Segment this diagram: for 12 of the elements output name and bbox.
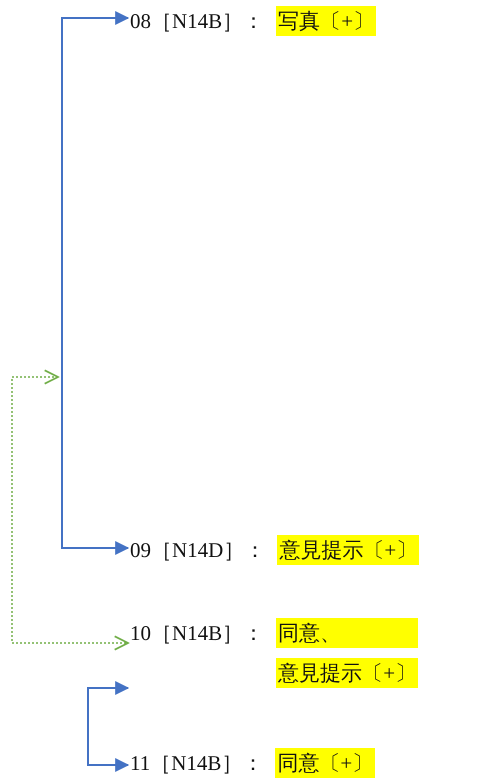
- connector-arrow: [11, 369, 129, 651]
- item-code: 10［N14B］：: [130, 620, 264, 647]
- highlighted-text: 意見提示〔+〕: [277, 535, 420, 565]
- highlighted-text: 意見提示〔+〕: [276, 658, 418, 688]
- highlighted-text: 写真〔+〕: [276, 6, 376, 36]
- connector-arrow: [87, 681, 130, 772]
- item-code: 08［N14B］：: [130, 8, 264, 35]
- item-code: 11［N14B］：: [130, 750, 264, 777]
- highlighted-text: 同意、: [276, 618, 418, 648]
- connector-arrow: [61, 11, 130, 555]
- highlighted-text: 同意〔+〕: [275, 748, 376, 778]
- item-code: 09［N14D］：: [130, 537, 266, 564]
